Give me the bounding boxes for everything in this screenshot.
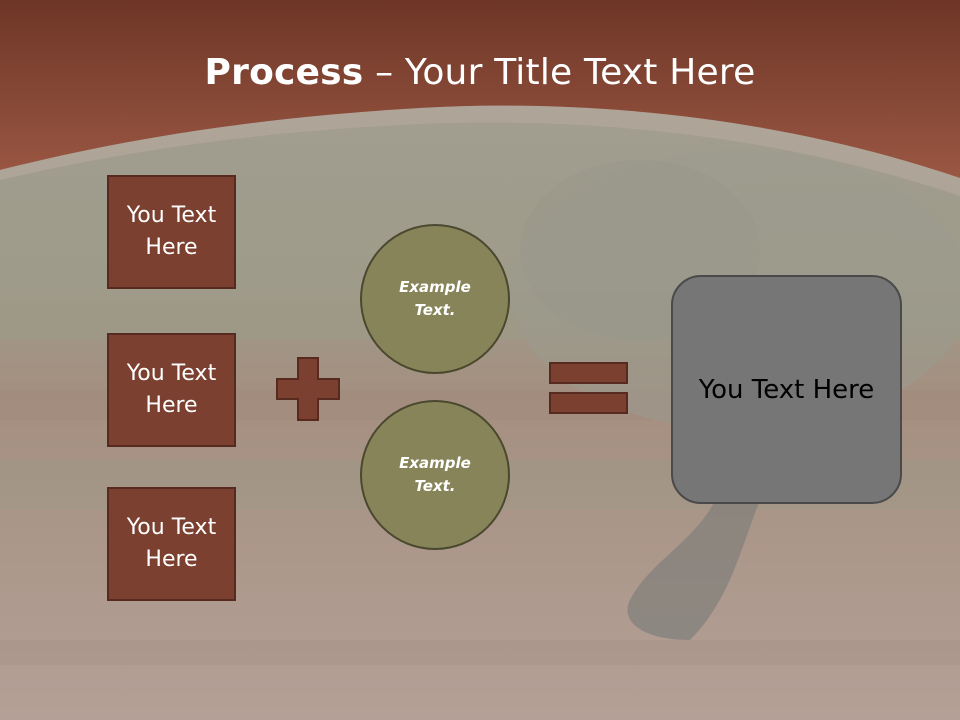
input-box-2[interactable]: You Text Here — [107, 333, 236, 447]
plus-icon — [276, 357, 340, 421]
result-box[interactable]: You Text Here — [671, 275, 902, 504]
example-circle-2[interactable]: Example Text. — [360, 400, 510, 550]
input-box-label: You Text Here — [126, 515, 217, 572]
circle-label: Example Text. — [399, 278, 471, 319]
title-bold: Process — [204, 52, 364, 93]
input-box-3[interactable]: You Text Here — [107, 487, 236, 601]
input-box-label: You Text Here — [126, 361, 217, 418]
input-box-1[interactable]: You Text Here — [107, 175, 236, 289]
example-circle-1[interactable]: Example Text. — [360, 224, 510, 374]
circle-label: Example Text. — [399, 454, 471, 495]
header-band — [0, 0, 960, 196]
page-title: Process – Your Title Text Here — [0, 52, 960, 93]
input-box-label: You Text Here — [126, 203, 217, 260]
equals-icon — [549, 362, 628, 414]
title-rest: – Your Title Text Here — [363, 52, 756, 93]
result-label: You Text Here — [698, 374, 875, 405]
